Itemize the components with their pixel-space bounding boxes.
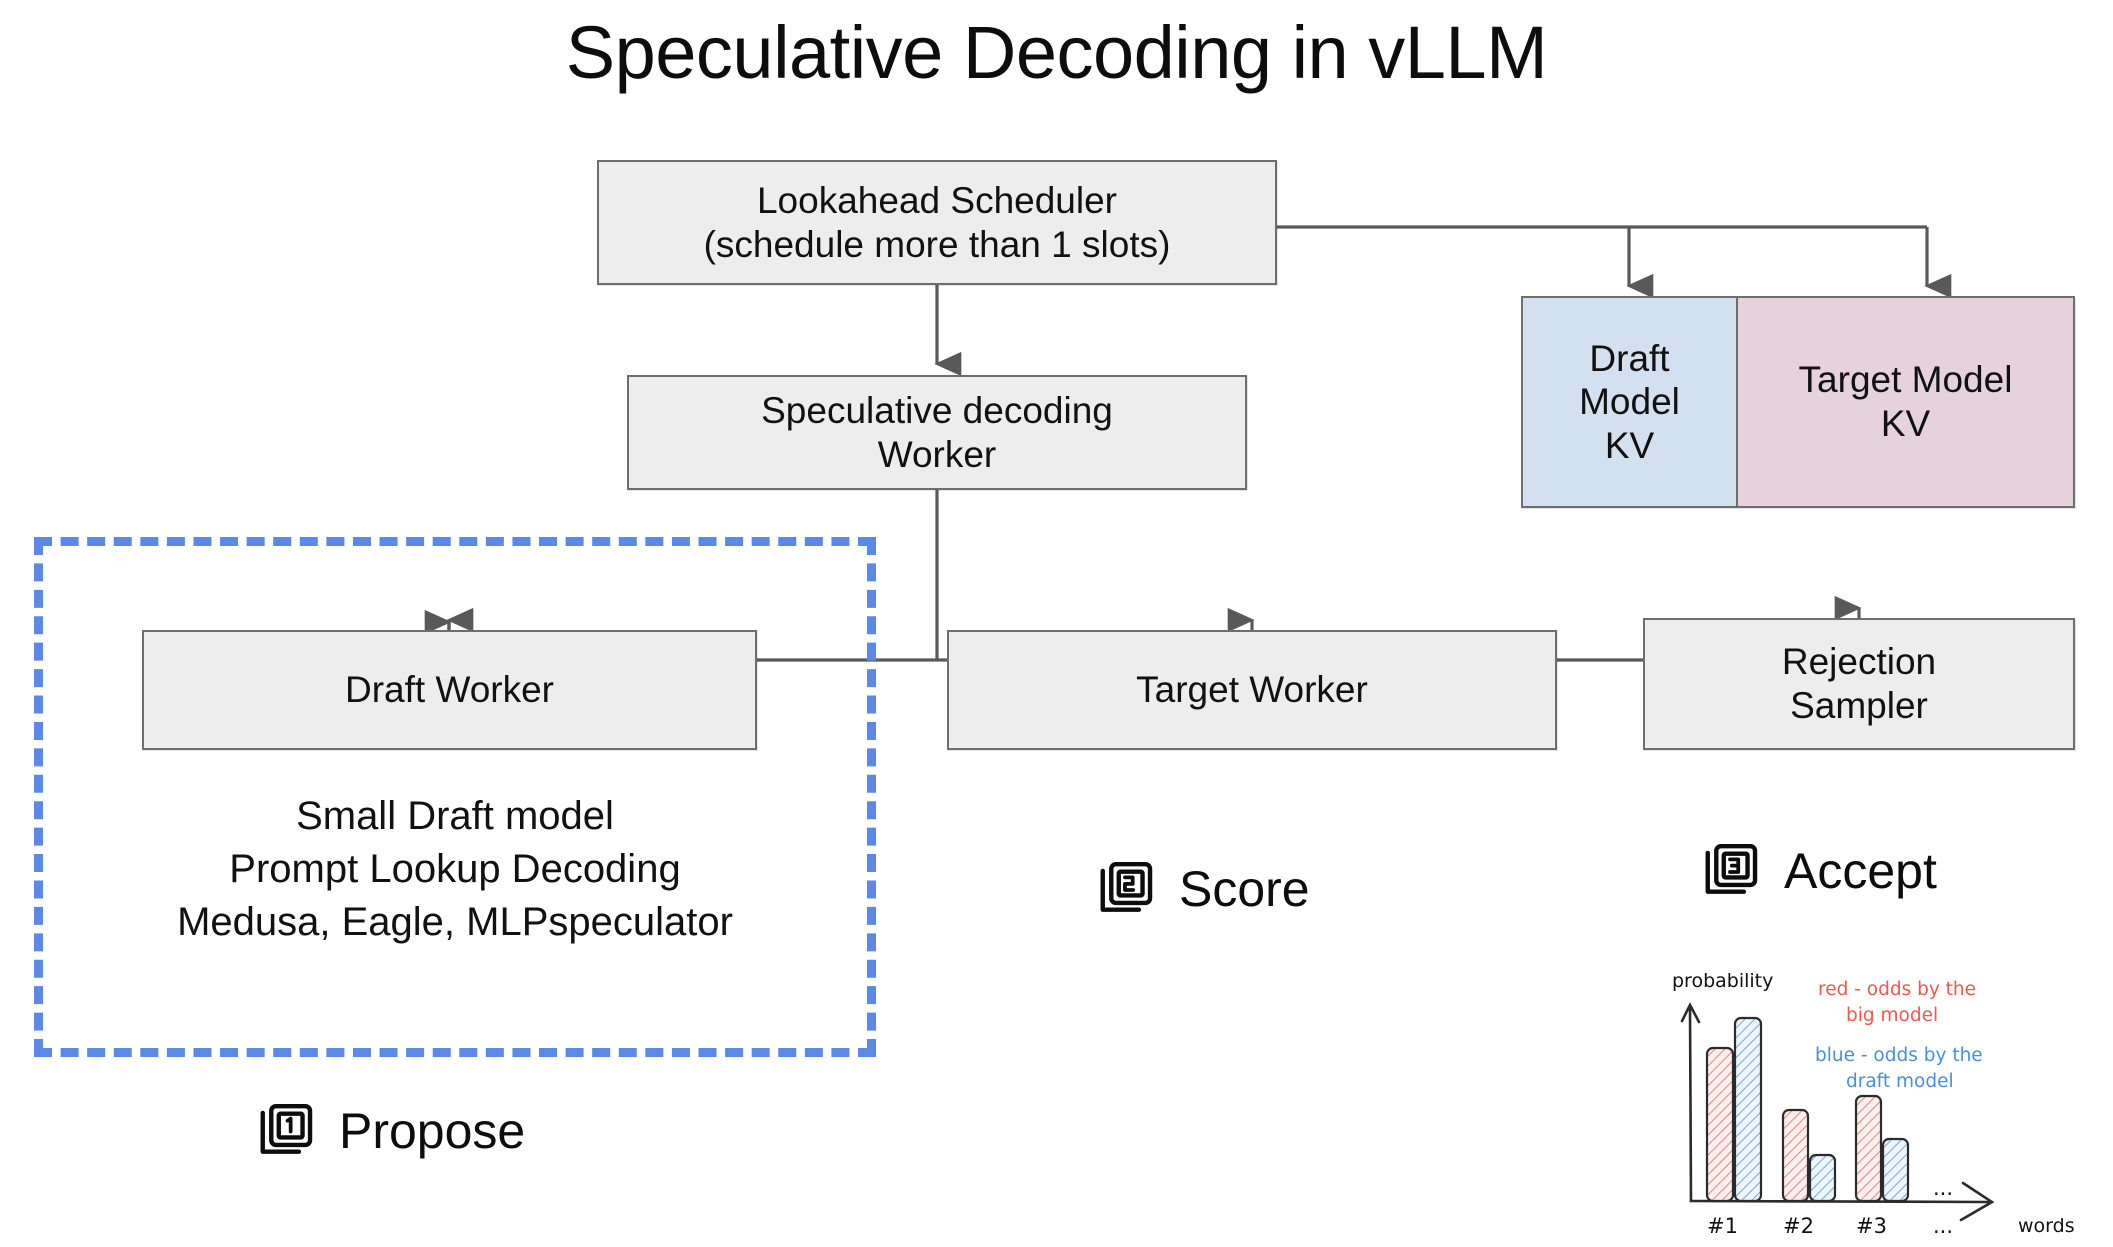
bar-red-1 bbox=[1705, 1046, 1735, 1203]
chart-legend-blue-line2: draft model bbox=[1846, 1071, 1954, 1092]
chart-legend-blue-line1: blue - odds by the bbox=[1815, 1045, 1983, 1066]
node-rejection-sampler[interactable]: Rejection Sampler bbox=[1643, 618, 2075, 750]
node-speculative-decoding-worker[interactable]: Speculative decoding Worker bbox=[627, 375, 1247, 490]
step-2-score: Score bbox=[1095, 858, 1310, 920]
draft-worker-methods-list: Small Draft model Prompt Lookup Decoding… bbox=[177, 794, 733, 945]
step-1-propose: Propose bbox=[255, 1100, 525, 1162]
chart-ellipsis-upper: ... bbox=[1933, 1176, 1953, 1200]
bar-red-3 bbox=[1854, 1094, 1883, 1203]
node-lookahead-scheduler[interactable]: Lookahead Scheduler (schedule more than … bbox=[597, 160, 1277, 285]
stacked-squares-2-icon bbox=[1100, 862, 1153, 912]
page-title: Speculative Decoding in vLLM bbox=[565, 11, 1548, 94]
chart-xlabel: words bbox=[2018, 1215, 2075, 1237]
chart-tick-3: #3 bbox=[1856, 1214, 1887, 1238]
chart-legend-red-line2: big model bbox=[1846, 1005, 1938, 1026]
chart-tick-2: #2 bbox=[1783, 1214, 1814, 1238]
chart-tick-1: #1 bbox=[1707, 1214, 1738, 1238]
chart-y-axis bbox=[1688, 1006, 1693, 1203]
chart-y-arrowhead bbox=[1680, 1002, 1701, 1024]
chart-x-arrowhead bbox=[1959, 1181, 1995, 1222]
step-1-label: Propose bbox=[339, 1103, 526, 1159]
bar-red-2 bbox=[1781, 1108, 1810, 1203]
stacked-squares-3-icon bbox=[1705, 844, 1758, 894]
chart-legend-red-line1: red - odds by the bbox=[1818, 979, 1976, 1000]
node-target-model-kv[interactable]: Target Model KV bbox=[1737, 296, 2075, 508]
node-draft-worker[interactable]: Draft Worker bbox=[142, 630, 757, 750]
step-3-accept: Accept bbox=[1700, 840, 1937, 902]
chart-x-axis bbox=[1689, 1199, 1990, 1204]
bar-blue-2 bbox=[1808, 1153, 1837, 1203]
chart-ellipsis-lower: ... bbox=[1933, 1214, 1953, 1238]
step-2-label: Score bbox=[1179, 861, 1310, 917]
accept-probability-chart: probability words #1 #2 #3 ... ... red -… bbox=[1672, 970, 2075, 1238]
propose-group-outline bbox=[34, 537, 876, 1057]
bar-blue-3 bbox=[1881, 1137, 1910, 1203]
bar-blue-1 bbox=[1733, 1016, 1763, 1203]
node-draft-model-kv[interactable]: Draft Model KV bbox=[1521, 296, 1737, 508]
step-3-label: Accept bbox=[1784, 843, 1937, 899]
node-target-worker[interactable]: Target Worker bbox=[947, 630, 1557, 750]
chart-ylabel: probability bbox=[1672, 970, 1773, 992]
stacked-squares-1-icon bbox=[260, 1104, 313, 1154]
